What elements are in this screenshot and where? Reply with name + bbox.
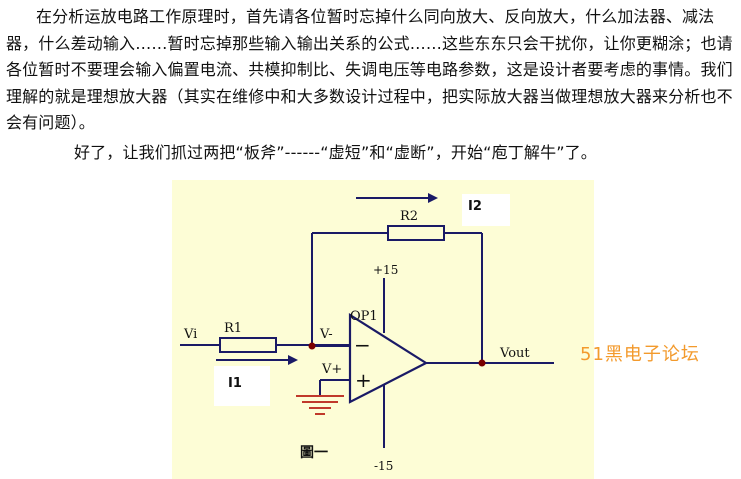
label-i2: I2 — [468, 199, 482, 214]
paragraph-transition: 好了，让我们抓过两把“板斧”------“虚短”和“虚断”，开始“庖丁解牛”了。 — [74, 143, 597, 162]
label-plus15: +15 — [373, 263, 398, 277]
label-r2: R2 — [400, 209, 418, 224]
junction-node-output — [478, 359, 486, 367]
label-v-plus: V+ — [321, 362, 342, 377]
label-vi: Vi — [183, 327, 197, 342]
opamp-circuit-diagram: I2 R2 +15 OP1 Vi R1 V- V+ − + Vout I1 -1… — [172, 180, 594, 479]
label-vout: Vout — [499, 346, 530, 361]
i2-label-box — [462, 194, 510, 226]
opamp-plus-sign: + — [355, 368, 372, 392]
label-op1: OP1 — [350, 309, 378, 324]
opamp-minus-sign: − — [354, 333, 371, 357]
opamp-op1-triangle — [348, 313, 429, 404]
label-minus15: -15 — [374, 459, 393, 473]
junction-node-inverting — [308, 342, 316, 350]
label-i1: I1 — [228, 376, 242, 391]
paragraph-intro: 在分析运放电路工作原理时，首先请各位暂时忘掉什么同向放大、反向放大，什么加法器、… — [6, 7, 733, 132]
figure-caption: 圖一 — [300, 444, 328, 461]
watermark: 51黑电子论坛 — [580, 344, 700, 365]
label-v-minus: V- — [319, 327, 333, 342]
ground-symbol — [296, 395, 344, 415]
label-r1: R1 — [224, 321, 242, 336]
i1-label-box — [214, 366, 270, 406]
current-arrow-i1-head — [288, 355, 298, 365]
current-arrow-i2-head — [428, 193, 438, 203]
